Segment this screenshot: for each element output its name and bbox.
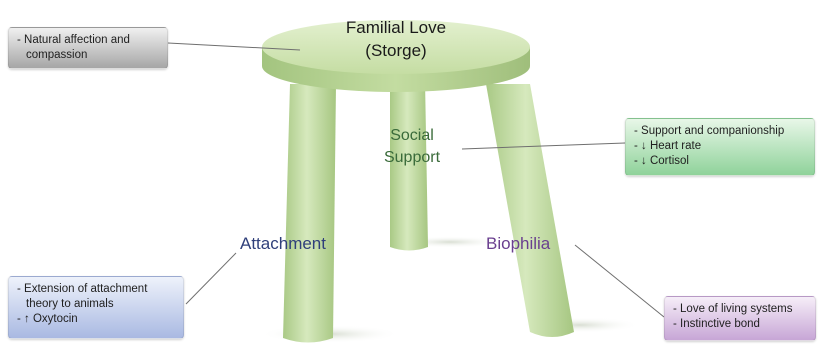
seat-title-line: Familial Love <box>316 16 476 39</box>
affection-callout: - Natural affection and compassion <box>8 27 168 69</box>
left-leg-title: Attachment <box>240 233 362 255</box>
callout-item: - Instinctive bond <box>673 317 807 332</box>
callout-item: - Love of living systems <box>673 302 807 317</box>
middle-leg-title-line: Social <box>362 125 462 147</box>
support-callout: - Support and companionship - ↓ Heart ra… <box>625 118 815 176</box>
connector-support <box>462 143 625 149</box>
callout-item: - ↓ Cortisol <box>634 154 806 169</box>
connector-attachment <box>186 253 236 304</box>
callout-item: - ↓ Heart rate <box>634 139 806 154</box>
seat-title-line: (Storge) <box>316 39 476 62</box>
connector-biophilia <box>575 245 664 317</box>
left-leg <box>283 84 336 343</box>
middle-leg-title-line: Support <box>362 147 462 169</box>
right-leg <box>486 84 574 337</box>
middle-leg-title: Social Support <box>362 125 462 169</box>
callout-item: theory to animals <box>17 297 175 312</box>
callout-item: compassion <box>17 48 159 63</box>
seat-title: Familial Love (Storge) <box>316 16 476 62</box>
right-leg-title: Biophilia <box>486 233 576 255</box>
callout-item: - ↑ Oxytocin <box>17 312 175 327</box>
callout-item: - Extension of attachment <box>17 282 175 297</box>
callout-item: - Support and companionship <box>634 124 806 139</box>
biophilia-callout: - Love of living systems - Instinctive b… <box>664 296 816 341</box>
attachment-callout: - Extension of attachment theory to anim… <box>8 276 184 339</box>
callout-item: - Natural affection and <box>17 33 159 48</box>
